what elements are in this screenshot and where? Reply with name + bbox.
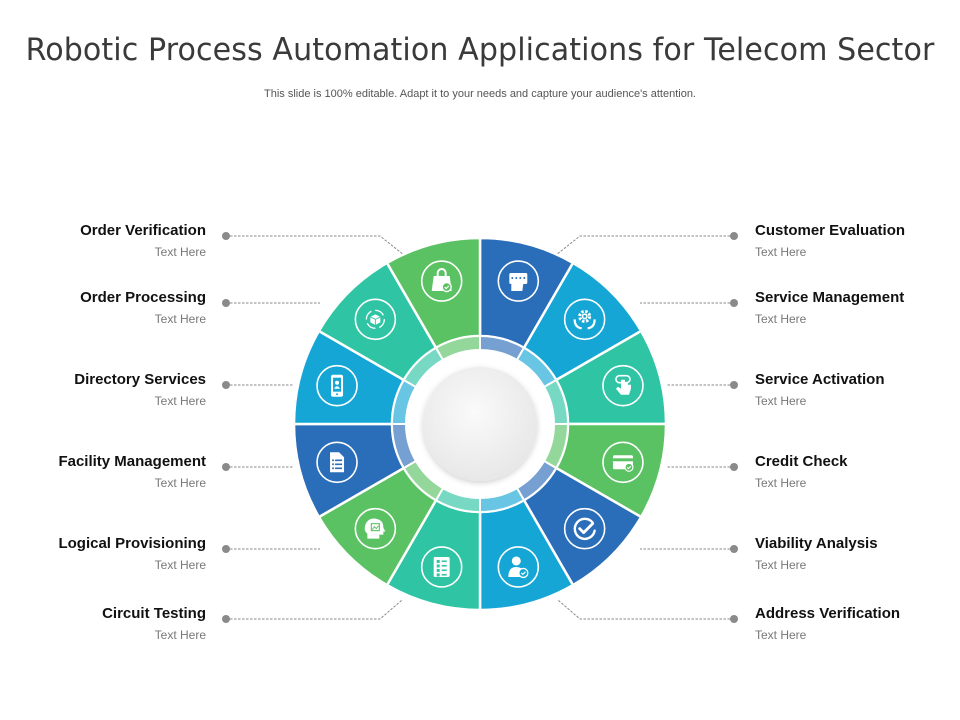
connector-lines xyxy=(222,232,738,623)
center-disc xyxy=(423,367,537,481)
label-heading: Logical Provisioning xyxy=(58,535,206,552)
label-subtext: Text Here xyxy=(154,245,206,259)
label-heading: Service Activation xyxy=(755,371,885,388)
connector-dot xyxy=(222,545,230,553)
user-check-icon xyxy=(497,546,540,588)
connector-dot xyxy=(730,463,738,471)
check-circle-icon xyxy=(563,507,606,550)
label-heading: Address Verification xyxy=(755,605,901,622)
inner-ring xyxy=(390,334,570,514)
label-subtext: Text Here xyxy=(755,558,807,572)
connector-dot xyxy=(730,299,738,307)
label-heading: Order Verification xyxy=(80,222,206,239)
connector-dot xyxy=(222,463,230,471)
label-subtext: Text Here xyxy=(154,558,206,572)
slide-title: Robotic Process Automation Applications … xyxy=(25,32,935,68)
label-subtext: Text Here xyxy=(755,476,807,490)
tap-hand-icon xyxy=(602,364,644,407)
connector-dot xyxy=(730,381,738,389)
label-heading: Order Processing xyxy=(80,289,206,306)
label-heading: Directory Services xyxy=(74,371,206,388)
shopping-bag-check-icon xyxy=(420,260,463,302)
segment-icons xyxy=(316,260,644,588)
slide-subtitle: This slide is 100% editable. Adapt it to… xyxy=(264,88,696,100)
connector-line xyxy=(557,599,734,620)
rating-thumbs-up-icon xyxy=(497,260,540,302)
connector-line xyxy=(226,235,405,256)
head-chart-icon xyxy=(354,507,397,550)
label-heading: Credit Check xyxy=(755,453,848,470)
label-heading: Facility Management xyxy=(58,453,206,470)
connector-dot xyxy=(222,232,230,240)
connector-dot xyxy=(730,232,738,240)
mobile-contact-icon xyxy=(316,364,358,407)
label-subtext: Text Here xyxy=(154,394,206,408)
label-heading: Customer Evaluation xyxy=(755,222,906,239)
connector-dot xyxy=(730,615,738,623)
label-subtext: Text Here xyxy=(154,628,206,642)
label-subtext: Text Here xyxy=(755,312,807,326)
checklist-document-icon xyxy=(420,546,463,588)
document-list-icon xyxy=(316,441,358,484)
label-subtext: Text Here xyxy=(154,312,206,326)
connector-dot xyxy=(222,299,230,307)
label-subtext: Text Here xyxy=(755,628,807,642)
ring-band xyxy=(434,334,481,362)
credit-card-check-icon xyxy=(602,441,644,484)
label-heading: Service Management xyxy=(755,289,905,306)
label-heading: Viability Analysis xyxy=(755,535,878,552)
connector-dot xyxy=(222,381,230,389)
label-subtext: Text Here xyxy=(755,394,807,408)
label-heading: Circuit Testing xyxy=(102,605,206,622)
box-cycle-icon xyxy=(354,298,397,341)
connector-line xyxy=(555,235,734,256)
label-subtext: Text Here xyxy=(154,476,206,490)
connector-line xyxy=(226,599,403,620)
label-subtext: Text Here xyxy=(755,245,807,259)
connector-dot xyxy=(222,615,230,623)
gear-hands-icon xyxy=(563,298,606,341)
connector-dot xyxy=(730,545,738,553)
